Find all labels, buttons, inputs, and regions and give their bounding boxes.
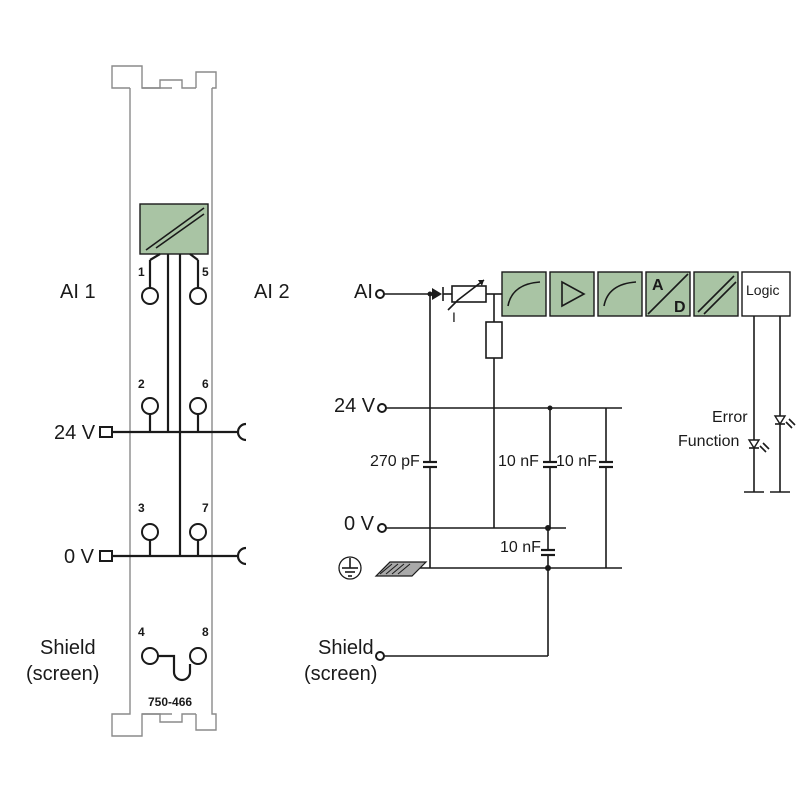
terminal-number-1: 1: [138, 265, 145, 279]
busbar-24v-contact-right: [236, 422, 247, 442]
error-led-rays-icon: [759, 442, 770, 453]
logic-label: Logic: [746, 282, 779, 298]
node-ai: [427, 291, 433, 297]
converter-diagonal: [145, 207, 205, 251]
ai-input-terminal: [375, 289, 385, 299]
io-module: AI 1 AI 2 1 5 2 6 3 7 4 8 24 V 0 V Shiel…: [26, 65, 290, 737]
rail-24v-terminal: [377, 403, 387, 413]
filter-curve-icon: [603, 281, 637, 307]
terminal-7: [189, 523, 207, 541]
adc-top-label: A: [652, 277, 664, 294]
cap-10nf-a-label: 10 nF: [498, 453, 539, 470]
ptc-arrow-head-icon: [478, 280, 484, 286]
isolator-diagonal-2: [703, 281, 737, 315]
left-shield-label: Shield: [40, 637, 96, 659]
function-led-icon: [773, 415, 787, 426]
amplifier-block: [549, 271, 595, 317]
amplifier-icon: [561, 280, 586, 308]
cap-270pf-label: 270 pF: [370, 453, 420, 470]
terminal-number-3: 3: [138, 501, 145, 515]
part-number: 750-466: [148, 695, 192, 709]
shield-terminal: [375, 651, 385, 661]
logic-block: [741, 271, 791, 317]
module-notch-top: [142, 79, 196, 89]
terminal-2: [141, 397, 159, 415]
adc-diagonal: [647, 273, 689, 315]
right-shield-sub-label: (screen): [304, 663, 377, 685]
converter-diagonal-2: [155, 213, 205, 249]
busbar-24v-contact-left: [99, 426, 113, 438]
terminal-6: [189, 397, 207, 415]
filter-block: [597, 271, 643, 317]
right-24v-label: 24 V: [334, 395, 376, 417]
channel-2-label: AI 2: [254, 281, 290, 303]
left-shield-sub-label: (screen): [26, 663, 99, 685]
busbar-0v-contact-right: [236, 546, 247, 566]
terminal-4: [141, 647, 159, 665]
terminal-5: [189, 287, 207, 305]
internal-schematic: AI I A D Logic: [304, 271, 796, 685]
cap-10nf-c-label: 10 nF: [500, 539, 541, 556]
right-0v-label: 0 V: [344, 513, 375, 535]
lowpass-curve-icon: [507, 281, 541, 307]
terminal-number-7: 7: [202, 501, 209, 515]
function-label: Function: [678, 433, 739, 450]
current-symbol: I: [452, 309, 456, 325]
terminal-number-6: 6: [202, 377, 209, 391]
cap-10nf-b-label: 10 nF: [556, 453, 597, 470]
left-0v-label: 0 V: [64, 546, 95, 568]
terminal-8: [189, 647, 207, 665]
lead-joins: [149, 253, 199, 261]
ptc-resistor: [451, 285, 487, 303]
terminal-3: [141, 523, 159, 541]
shunt-resistor: [485, 321, 503, 359]
channel-1-label: AI 1: [60, 281, 96, 303]
node-24v-a: [547, 405, 553, 411]
right-shield-label: Shield: [318, 637, 374, 659]
function-led-rays-icon: [785, 418, 796, 429]
error-led-icon: [747, 439, 761, 450]
shield-link: [158, 654, 192, 682]
terminal-number-4: 4: [138, 625, 145, 639]
earth-ground-icon: [338, 556, 362, 580]
terminal-number-5: 5: [202, 265, 209, 279]
rail-0v-terminal: [377, 523, 387, 533]
terminal-1: [141, 287, 159, 305]
ptc-arrow: [447, 279, 485, 311]
input-diode-icon: [432, 288, 442, 300]
terminal-number-8: 8: [202, 625, 209, 639]
busbar-0v-contact-left: [99, 550, 113, 562]
module-outline: [111, 65, 217, 737]
ai-label: AI: [354, 281, 373, 303]
isolator-diagonal-1: [697, 275, 735, 313]
left-24v-label: 24 V: [54, 422, 96, 444]
din-rail-icon: [374, 561, 428, 577]
error-label: Error: [712, 409, 748, 426]
lowpass-filter-block: [501, 271, 547, 317]
adc-bottom-label: D: [674, 299, 686, 316]
terminal-number-2: 2: [138, 377, 145, 391]
module-notch-bottom: [142, 713, 196, 723]
